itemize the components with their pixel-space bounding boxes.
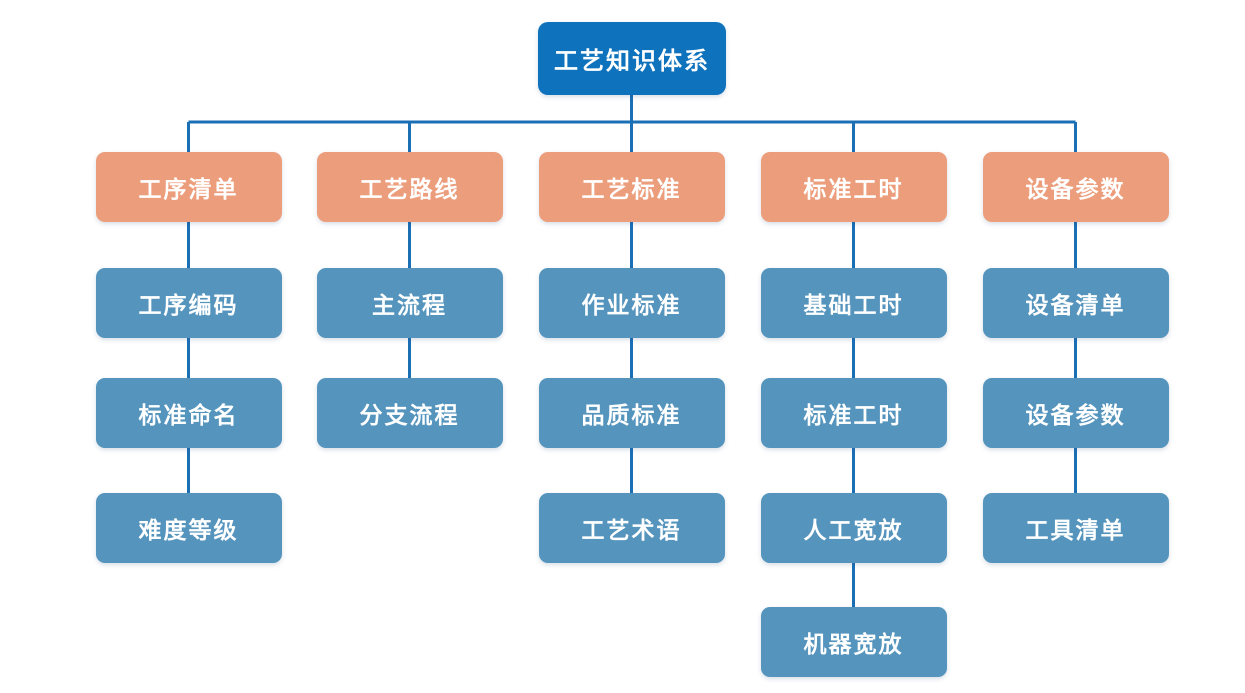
child-node: 标准工时 [760, 378, 947, 448]
child-node: 作业标准 [538, 268, 725, 338]
child-node: 基础工时 [760, 268, 947, 338]
child-node: 机器宽放 [760, 607, 947, 677]
child-node: 主流程 [316, 268, 503, 338]
child-node: 设备清单 [982, 268, 1169, 338]
child-node: 工艺术语 [538, 493, 725, 563]
root-node: 工艺知识体系 [538, 22, 726, 95]
child-node: 分支流程 [316, 378, 503, 448]
child-node: 设备参数 [982, 378, 1169, 448]
child-node: 难度等级 [95, 493, 282, 563]
child-node: 工具清单 [982, 493, 1169, 563]
branch-node: 工艺标准 [538, 152, 725, 222]
child-node: 人工宽放 [760, 493, 947, 563]
child-node: 标准命名 [95, 378, 282, 448]
branch-node: 工序清单 [95, 152, 282, 222]
child-node: 品质标准 [538, 378, 725, 448]
branch-node: 设备参数 [982, 152, 1169, 222]
branch-node: 标准工时 [760, 152, 947, 222]
branch-node: 工艺路线 [316, 152, 503, 222]
child-node: 工序编码 [95, 268, 282, 338]
